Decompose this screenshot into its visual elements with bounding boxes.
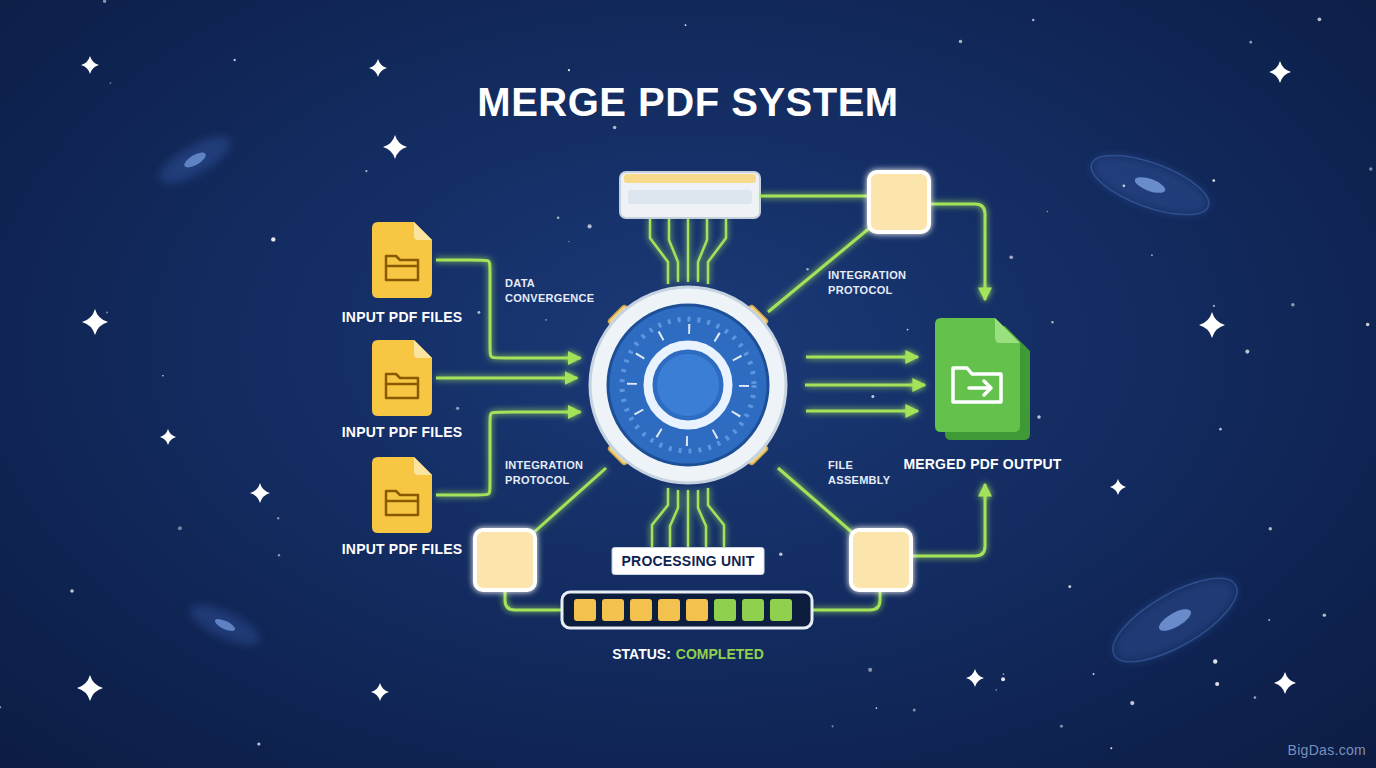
status-line: STATUS: COMPLETED <box>612 646 763 662</box>
input-file: INPUT PDF FILES <box>372 340 432 416</box>
wires <box>652 488 724 548</box>
relay-square <box>475 172 929 590</box>
input-file: INPUT PDF FILES <box>372 222 432 298</box>
status-value: COMPLETED <box>676 646 764 662</box>
flow-label: DATA CONVERGENCE <box>505 276 597 306</box>
flow-arrow <box>805 384 925 387</box>
node-label: INPUT PDF FILES <box>342 309 462 325</box>
title: MERGE PDF SYSTEM <box>477 80 898 125</box>
link-lines <box>505 196 985 610</box>
watermark: BigDas.com <box>1288 741 1366 760</box>
merged-output: MERGED PDF OUTPUT <box>935 318 1030 440</box>
processing-unit: PROCESSING UNIT <box>583 280 793 490</box>
pdf-file-icon <box>372 457 432 533</box>
merged-file-icon <box>935 318 1030 440</box>
connector-bar <box>620 172 760 284</box>
processing-hub <box>583 280 793 490</box>
pdf-file-icon <box>372 340 432 416</box>
unit-label: PROCESSING UNIT <box>612 547 765 575</box>
node-label: INPUT PDF FILES <box>342 424 462 440</box>
flow-arrow <box>436 377 577 380</box>
node-label: MERGED PDF OUTPUT <box>903 456 1061 472</box>
flow-label: INTEGRATION PROTOCOL <box>828 268 920 298</box>
flow-label: INTEGRATION PROTOCOL <box>505 458 597 488</box>
pdf-file-icon <box>372 222 432 298</box>
status-label: STATUS: <box>612 646 671 662</box>
progress-bar <box>562 592 812 628</box>
input-file: INPUT PDF FILES <box>372 457 432 533</box>
flow-label: FILE ASSEMBLY <box>828 458 890 488</box>
stars <box>0 0 1372 749</box>
galaxy <box>153 128 1248 678</box>
node-label: INPUT PDF FILES <box>342 541 462 557</box>
